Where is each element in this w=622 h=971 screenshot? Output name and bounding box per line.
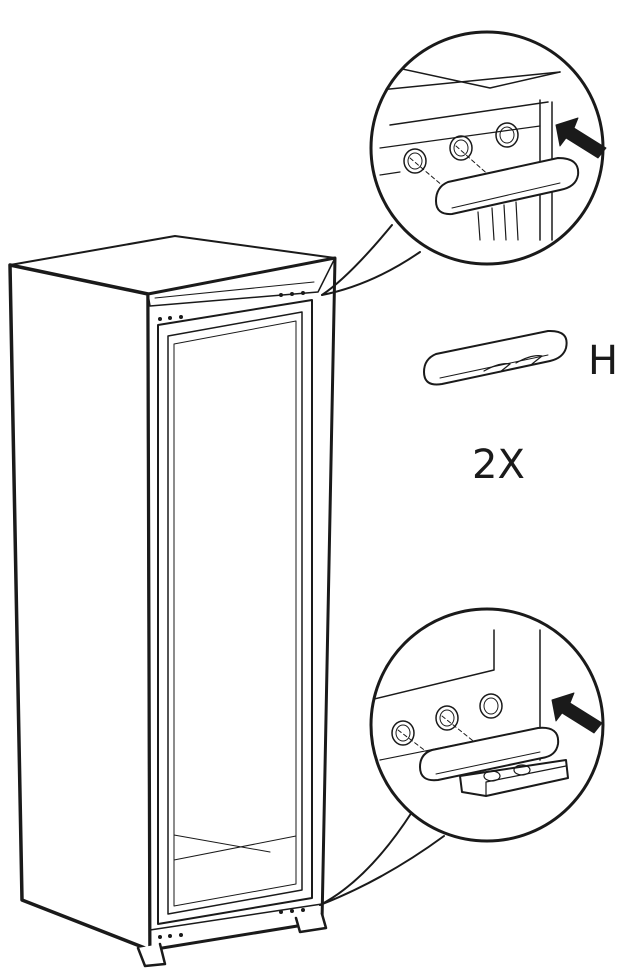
bottom-rail bbox=[149, 903, 323, 931]
magnifier-callout-bottom bbox=[319, 607, 605, 906]
screw-holes-top-right bbox=[279, 291, 305, 297]
foot-left bbox=[136, 942, 167, 968]
bracket-in-callout-top bbox=[435, 157, 580, 216]
callout-tail-top bbox=[321, 251, 421, 296]
foot-right bbox=[294, 912, 328, 934]
door-outer-frame bbox=[157, 299, 313, 925]
part-label: H bbox=[588, 338, 618, 384]
door-inner-frame bbox=[167, 311, 303, 915]
door-glass-edge bbox=[173, 320, 297, 907]
magnifier-callout-top bbox=[321, 30, 607, 296]
fridge-front bbox=[146, 256, 337, 952]
bracket-part-illustration bbox=[423, 329, 568, 386]
quantity-label: 2X bbox=[472, 442, 525, 488]
bracket-in-callout-bottom bbox=[419, 726, 560, 782]
screw-holes-bottom-right bbox=[279, 908, 305, 914]
callout-tail-bottom bbox=[319, 811, 413, 906]
holes-bottom bbox=[391, 693, 503, 746]
callout-circle-bottom bbox=[369, 607, 605, 843]
arrow-icon-bottom bbox=[551, 692, 603, 734]
fridge-side bbox=[8, 263, 152, 952]
holes-top bbox=[403, 122, 519, 174]
top-rail bbox=[147, 257, 336, 307]
inner-shelf bbox=[173, 834, 297, 861]
arrow-icon bbox=[555, 117, 607, 159]
fridge-illustration bbox=[8, 235, 337, 968]
callout-circle-top bbox=[369, 30, 605, 266]
screw-holes-bottom-left bbox=[158, 933, 183, 939]
screw-holes-top-left bbox=[158, 315, 183, 321]
